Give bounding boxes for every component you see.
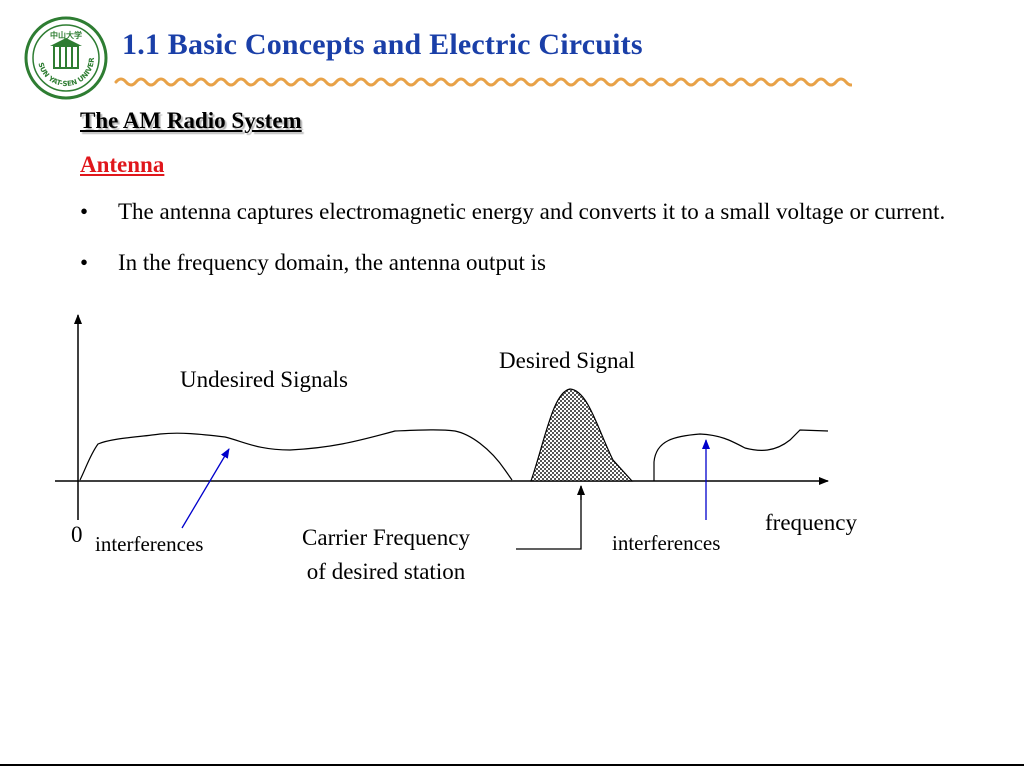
bullet-text: The antenna captures electromagnetic ene…	[118, 199, 946, 224]
university-logo: SUN YAT-SEN UNIVERSITY 中山大学	[24, 16, 108, 100]
section-heading: The AM Radio System	[80, 108, 302, 133]
bullet-marker: •	[80, 199, 89, 224]
undesired-spectrum-left	[79, 429, 513, 481]
desired-signal-label: Desired Signal	[499, 348, 635, 373]
interference-arrow-left	[181, 448, 230, 529]
bullet-item: • The antenna captures electromagnetic e…	[80, 198, 960, 225]
carrier-frequency-label: Carrier Frequency	[302, 525, 470, 550]
undesired-signals-label: Undesired Signals	[180, 367, 348, 392]
carrier-pointer-line	[516, 486, 582, 550]
desired-station-label: of desired station	[307, 559, 466, 584]
frequency-axis-label: frequency	[765, 510, 857, 535]
decorative-wave	[114, 77, 852, 87]
bullet-text: In the frequency domain, the antenna out…	[118, 250, 546, 275]
svg-text:中山大学: 中山大学	[50, 30, 82, 40]
interferences-right-label: interferences	[612, 531, 720, 555]
origin-label: 0	[71, 522, 83, 547]
sub-heading: Antenna	[80, 152, 165, 177]
desired-signal-hump	[530, 388, 634, 482]
interferences-left-label: interferences	[95, 532, 203, 556]
undesired-spectrum-right	[653, 429, 829, 481]
bullet-item: • In the frequency domain, the antenna o…	[80, 249, 960, 276]
footer-rule	[0, 764, 1024, 766]
bullet-marker: •	[80, 250, 89, 275]
slide-title: 1.1 Basic Concepts and Electric Circuits	[122, 28, 643, 61]
bullet-list: • The antenna captures electromagnetic e…	[80, 198, 960, 300]
